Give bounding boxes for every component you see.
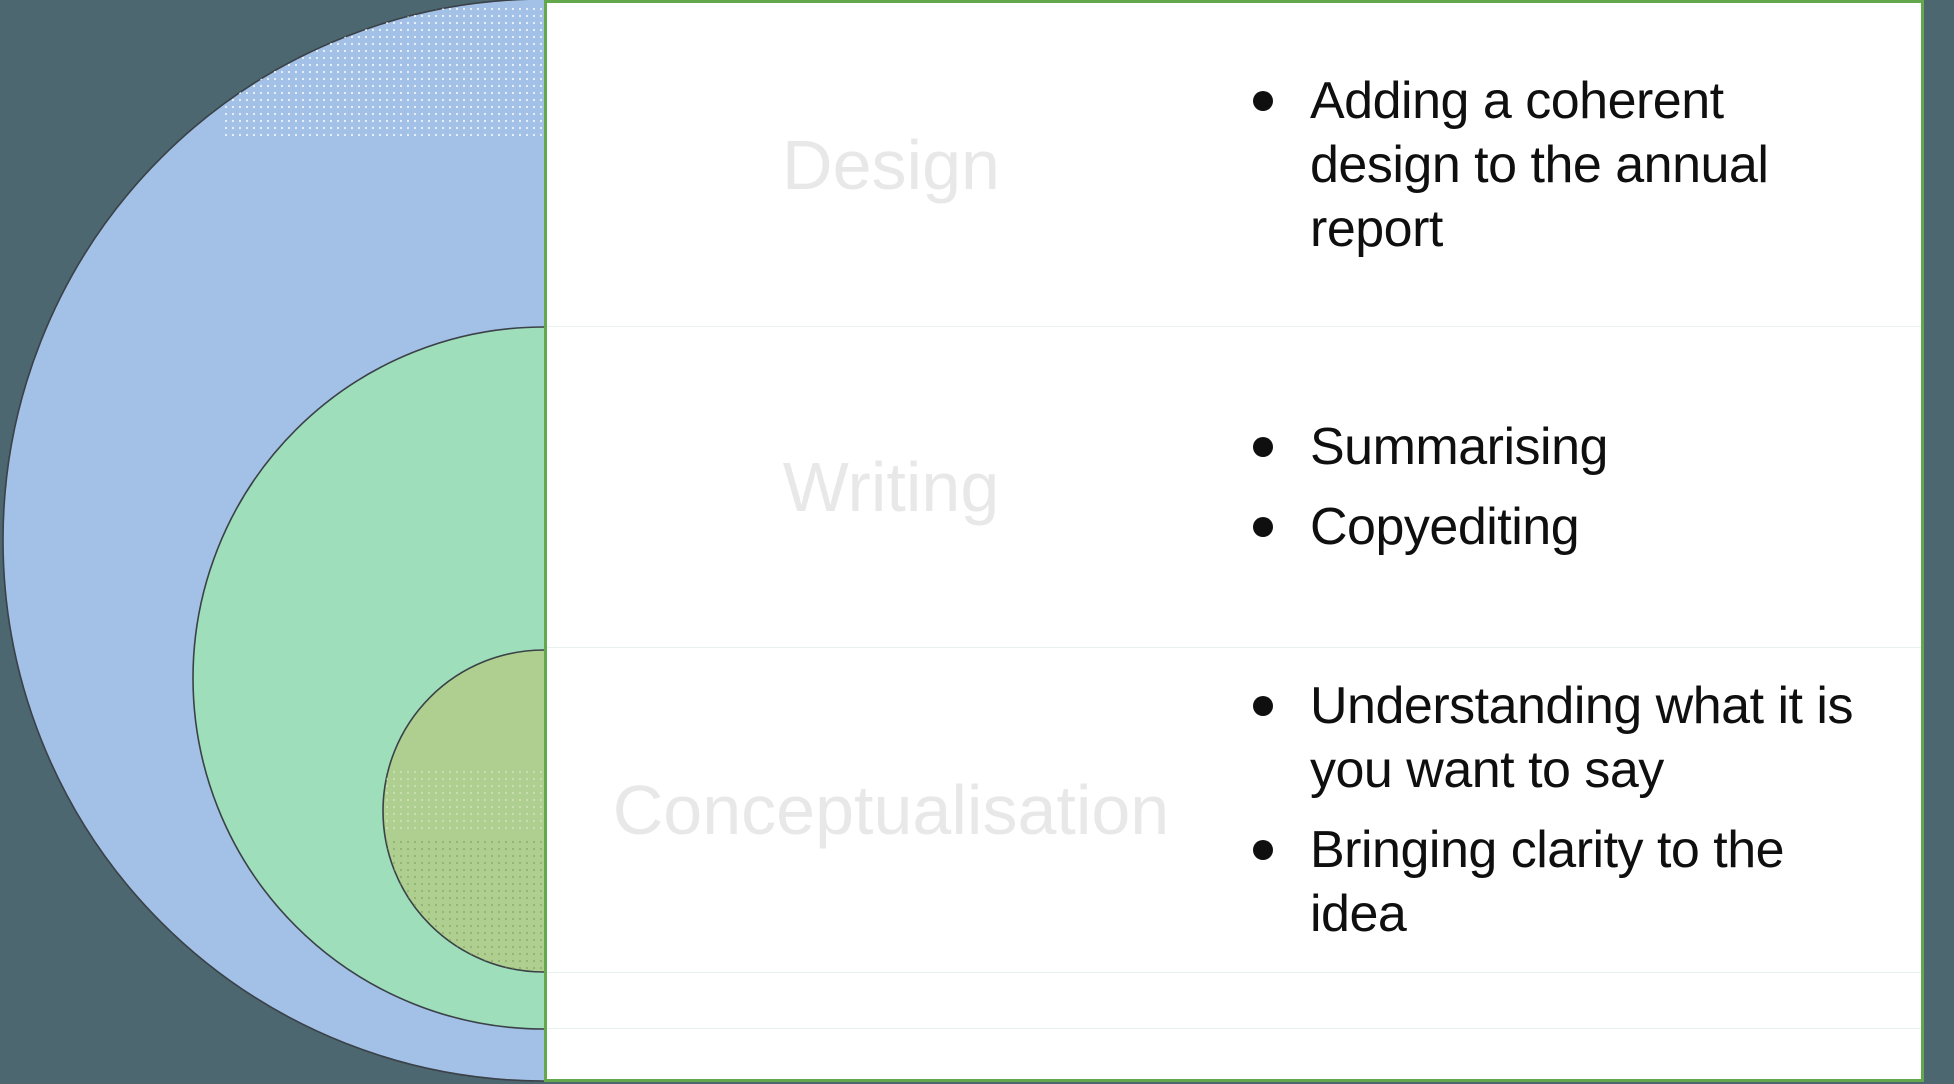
label-cell-conceptualisation: Conceptualisation bbox=[547, 648, 1235, 972]
label-cell-design: Design bbox=[547, 3, 1235, 326]
bullet-item: Adding a coherent design to the annual r… bbox=[1235, 69, 1921, 261]
row-writing: Writing Summarising Copyediting bbox=[547, 327, 1921, 648]
bullets-cell-writing: Summarising Copyediting bbox=[1235, 327, 1921, 647]
label-cell-writing: Writing bbox=[547, 327, 1235, 647]
row-conceptualisation: Conceptualisation Understanding what it … bbox=[547, 648, 1921, 973]
label-design: Design bbox=[782, 125, 1000, 204]
label-writing: Writing bbox=[782, 448, 1000, 526]
row-design: Design Adding a coherent design to the a… bbox=[547, 3, 1921, 327]
bullet-item: Summarising bbox=[1235, 415, 1921, 479]
bullet-item: Bringing clarity to the idea bbox=[1235, 818, 1921, 946]
bullet-item: Understanding what it is you want to say bbox=[1235, 674, 1921, 802]
bullets-cell-design: Adding a coherent design to the annual r… bbox=[1235, 3, 1921, 326]
content-panel: Design Adding a coherent design to the a… bbox=[544, 0, 1924, 1082]
empty-row-2 bbox=[547, 1029, 1921, 1079]
bullet-list-writing: Summarising Copyediting bbox=[1235, 415, 1921, 559]
bullets-cell-conceptualisation: Understanding what it is you want to say… bbox=[1235, 648, 1921, 972]
label-conceptualisation: Conceptualisation bbox=[612, 771, 1170, 849]
bullet-list-conceptualisation: Understanding what it is you want to say… bbox=[1235, 674, 1921, 946]
empty-row-1 bbox=[547, 973, 1921, 1029]
bullet-item: Copyediting bbox=[1235, 495, 1921, 559]
bullet-list-design: Adding a coherent design to the annual r… bbox=[1235, 69, 1921, 261]
circle-conceptualisation-stipple-light bbox=[383, 770, 546, 830]
